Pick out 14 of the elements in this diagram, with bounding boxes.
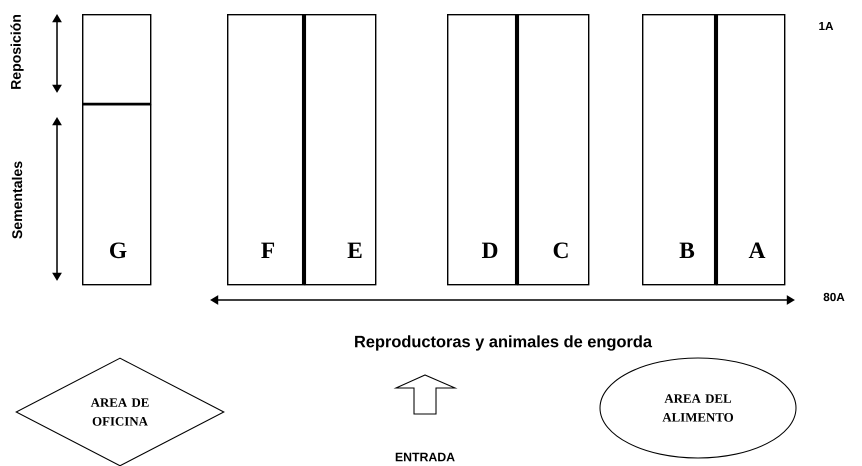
row-number: 80A bbox=[824, 292, 844, 302]
side-label: Reposición bbox=[10, 14, 24, 89]
row-number: 1A bbox=[819, 22, 834, 30]
pen-box: F bbox=[227, 14, 306, 286]
pen-box bbox=[82, 14, 152, 106]
pen-box: C bbox=[517, 14, 590, 286]
pen-box: G bbox=[82, 104, 152, 286]
section-label: Reproductoras y animales de engorda bbox=[355, 335, 652, 351]
pen-box: A bbox=[716, 14, 786, 286]
entrance-label: ENTRADA bbox=[396, 452, 455, 462]
pen-box: B bbox=[642, 14, 718, 286]
side-label: Sementales bbox=[12, 162, 22, 239]
pen-box: E bbox=[304, 14, 376, 286]
pen-box: D bbox=[447, 14, 518, 286]
